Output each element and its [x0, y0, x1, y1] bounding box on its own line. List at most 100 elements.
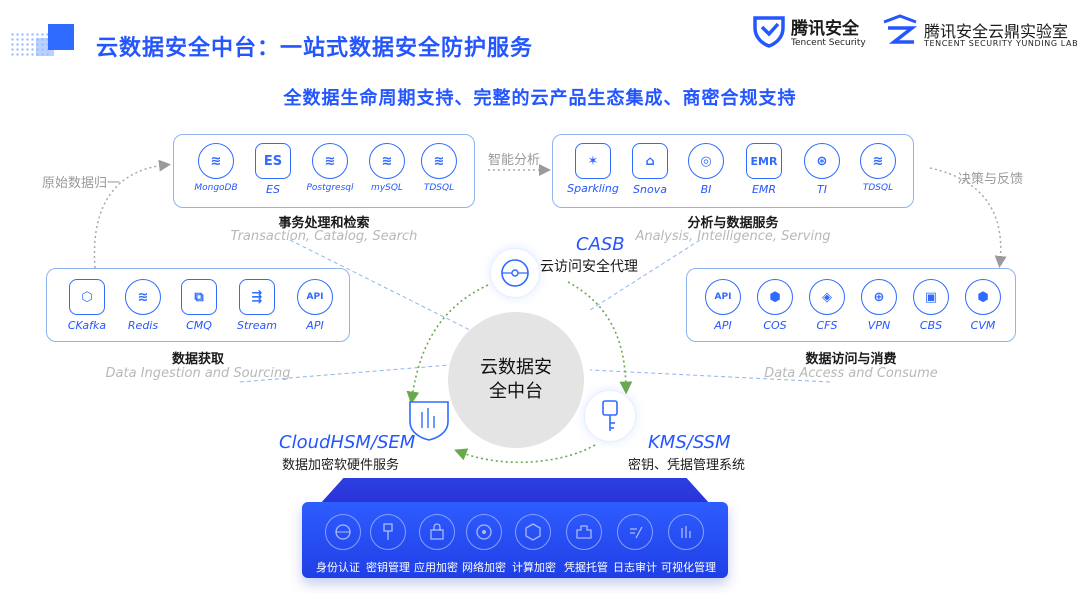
product-api-ingestion[interactable]: API API [287, 279, 343, 332]
spark-icon: ✶ [575, 143, 611, 179]
group-analysis-title: 分析与数据服务 [687, 216, 779, 231]
casb-node-icon[interactable] [490, 248, 540, 298]
group-access-title: 数据访问与消费 [805, 352, 897, 367]
hsm-subtitle: 数据加密软硬件服务 [282, 458, 400, 473]
product-tdsql[interactable]: ≋ TDSQL [414, 143, 464, 193]
flow-label-raw-data: 原始数据归一 [42, 176, 121, 191]
product-label: CVM [970, 319, 996, 332]
hexagon-icon: ⬡ [69, 279, 105, 315]
layers-icon: ◈ [809, 279, 845, 315]
product-label: Sparkling [567, 182, 619, 195]
product-ckafka[interactable]: ⬡ CKafka [59, 279, 115, 332]
base-item-compute-encryption: 计算加密 [512, 561, 556, 574]
base-item-credential-hosting: 凭据托管 [564, 561, 608, 574]
product-api-access[interactable]: API API [697, 279, 749, 332]
group-ingestion-box: ⬡ CKafka ≋ Redis ⧉ CMQ ⇶ Stream API API [46, 268, 350, 342]
network-icon [466, 514, 502, 550]
compute-icon [515, 514, 551, 550]
product-ti[interactable]: ⊛ TI [795, 143, 849, 196]
api-icon: API [297, 279, 333, 315]
cube-icon: ⬢ [965, 279, 1001, 315]
product-mongodb[interactable]: ≋ MongoDB [188, 143, 244, 193]
group-access-subtitle: Data Access and Consume [764, 366, 938, 381]
disk-icon: ▣ [913, 279, 949, 315]
product-postgresql[interactable]: ≋ Postgresql [298, 143, 362, 193]
group-access-box: API API ⬢ COS ◈ CFS ⊕ VPN ▣ CBS ⬢ CVM [686, 268, 1016, 342]
product-snova[interactable]: ⌂ Snova [623, 143, 677, 196]
identity-icon [325, 514, 361, 550]
base-item-log-audit: 日志审计 [613, 561, 657, 574]
group-transaction-title: 事务处理和检索 [278, 216, 370, 231]
product-label: CFS [816, 319, 838, 332]
hsm-shield-icon [409, 401, 449, 441]
product-label: CMQ [186, 319, 212, 332]
ti-icon: ⊛ [804, 143, 840, 179]
casb-title: CASB [576, 234, 625, 255]
product-label: BI [700, 183, 712, 196]
log-icon [617, 514, 653, 550]
product-mysql[interactable]: ≋ mySQL [362, 143, 412, 193]
product-cvm[interactable]: ⬢ CVM [957, 279, 1009, 332]
group-analysis-box: ✶ Sparkling ⌂ Snova ◎ BI EMR EMR ⊛ TI ≋ … [552, 134, 914, 208]
stack-icon: ≋ [125, 279, 161, 315]
product-label: API [714, 319, 732, 332]
product-label: MongoDB [194, 183, 238, 193]
product-label: TI [817, 183, 827, 196]
product-tdsql-analysis[interactable]: ≋ TDSQL [851, 143, 905, 193]
center-platform: 云数据安全中台 [448, 312, 584, 448]
decor-square [48, 24, 74, 50]
product-vpn[interactable]: ⊕ VPN [853, 279, 905, 332]
product-label: Snova [633, 183, 667, 196]
compass-icon [501, 259, 529, 287]
product-label: CBS [919, 319, 943, 332]
hsm-node-icon[interactable] [404, 398, 454, 442]
product-cbs[interactable]: ▣ CBS [905, 279, 957, 332]
base-item-network-encryption: 网络加密 [462, 561, 506, 574]
base-item-identity: 身份认证 [316, 561, 360, 574]
product-cos[interactable]: ⬢ COS [749, 279, 801, 332]
database-cube-icon: ≋ [421, 143, 457, 179]
product-cmq[interactable]: ⧉ CMQ [171, 279, 227, 332]
base-item-key-management: 密钥管理 [366, 561, 410, 574]
product-sparkling[interactable]: ✶ Sparkling [563, 143, 623, 194]
product-redis[interactable]: ≋ Redis [115, 279, 171, 332]
database-leaf-icon: ≋ [198, 143, 234, 179]
group-ingestion-title: 数据获取 [171, 352, 224, 367]
group-transaction-subtitle: Transaction, Catalog, Search [230, 229, 418, 244]
database-cube-icon: ≋ [860, 143, 896, 179]
product-label: VPN [867, 319, 891, 332]
page-title: 云数据安全中台：一站式数据安全防护服务 [96, 36, 534, 61]
brand2-name: 腾讯安全云鼎实验室 [924, 22, 1069, 41]
database-elephant-icon: ≋ [312, 143, 348, 179]
flow-label-smart-analysis: 智能分析 [488, 153, 541, 168]
api-icon: API [705, 279, 741, 315]
house-icon: ⌂ [632, 143, 668, 179]
product-cfs[interactable]: ◈ CFS [801, 279, 853, 332]
yunding-icon [883, 14, 918, 44]
lock-icon [419, 514, 455, 550]
vpn-icon: ⊕ [861, 279, 897, 315]
product-label: ES [266, 183, 280, 196]
key-icon [602, 400, 618, 431]
product-es[interactable]: ES ES [248, 143, 298, 196]
product-stream[interactable]: ⇶ Stream [227, 279, 287, 332]
kms-subtitle: 密钥、凭据管理系统 [628, 458, 746, 473]
credential-icon [566, 514, 602, 550]
group-ingestion-subtitle: Data Ingestion and Sourcing [105, 366, 291, 381]
shield-icon [753, 16, 785, 48]
product-label: mySQL [371, 183, 403, 193]
kms-node-icon[interactable] [584, 390, 636, 442]
flow-label-decision: 决策与反馈 [958, 172, 1024, 187]
emr-icon: EMR [746, 143, 782, 179]
product-label: TDSQL [862, 183, 894, 193]
key-icon [370, 514, 406, 550]
product-emr[interactable]: EMR EMR [737, 143, 791, 196]
queue-icon: ⧉ [181, 279, 217, 315]
es-icon: ES [255, 143, 291, 179]
circles-icon: ◎ [688, 143, 724, 179]
database-icon: ≋ [369, 143, 405, 179]
group-transaction-box: ≋ MongoDB ES ES ≋ Postgresql ≋ mySQL ≋ T… [173, 134, 475, 208]
product-bi[interactable]: ◎ BI [679, 143, 733, 196]
brand1-name: 腾讯安全 [791, 19, 859, 39]
